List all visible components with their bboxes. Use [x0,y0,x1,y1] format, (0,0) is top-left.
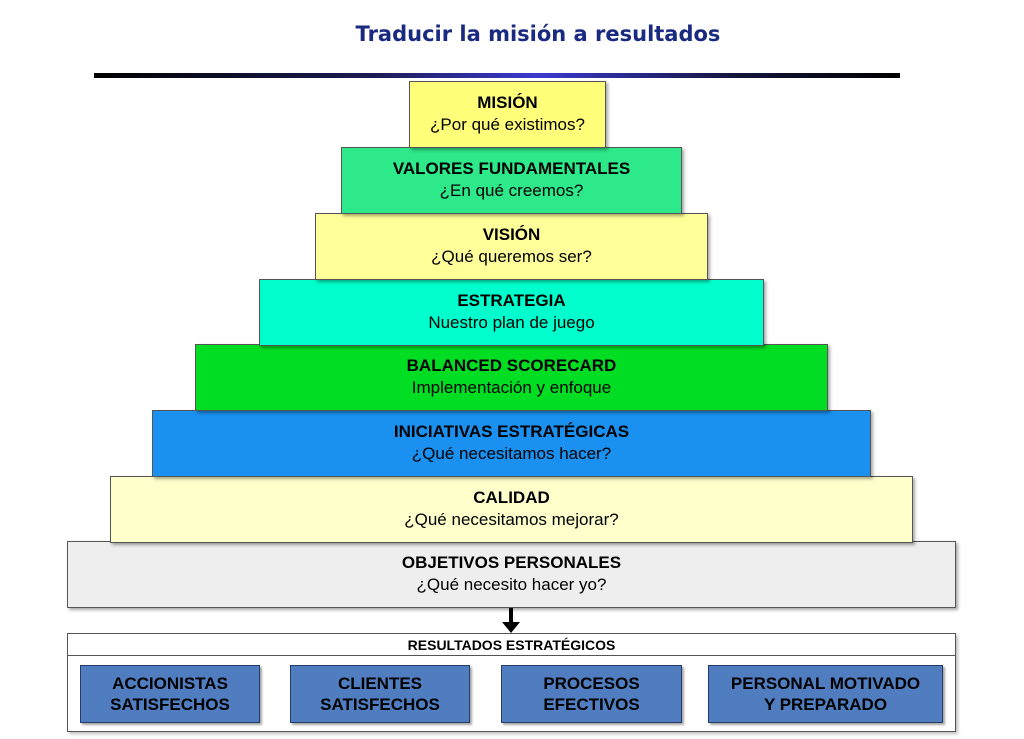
title-underline [94,73,900,78]
result-line: PROCESOS [543,674,640,693]
results-header: RESULTADOS ESTRATÉGICOS [68,634,955,656]
level-heading: BALANCED SCORECARD [406,356,617,375]
level-subtitle: ¿Qué necesito hacer yo? [416,575,607,594]
pyramid-level-iniciativas: INICIATIVAS ESTRATÉGICAS ¿Qué necesitamo… [152,410,871,477]
result-box-accionistas: ACCIONISTAS SATISFECHOS [80,665,260,723]
level-heading: ESTRATEGIA [457,291,566,310]
pyramid-level-valores: VALORES FUNDAMENTALES ¿En qué creemos? [341,147,682,214]
pyramid-level-balanced-scorecard: BALANCED SCORECARD Implementación y enfo… [195,344,828,411]
result-line: EFECTIVOS [543,695,640,714]
level-subtitle: ¿Qué queremos ser? [431,247,592,266]
level-heading: MISIÓN [477,93,538,112]
result-box-personal: PERSONAL MOTIVADO Y PREPARADO [708,665,943,723]
result-line: Y PREPARADO [763,695,888,714]
result-line: CLIENTES [337,674,423,693]
level-heading: VALORES FUNDAMENTALES [392,159,631,178]
level-subtitle: ¿Qué necesitamos mejorar? [404,510,619,529]
result-box-clientes: CLIENTES SATISFECHOS [290,665,470,723]
level-subtitle: ¿Por qué existimos? [430,115,585,134]
down-arrow-icon [509,608,513,627]
arrow-head-icon [502,622,520,633]
level-heading: INICIATIVAS ESTRATÉGICAS [393,422,630,441]
level-heading: OBJETIVOS PERSONALES [401,553,622,572]
result-box-procesos: PROCESOS EFECTIVOS [501,665,682,723]
results-panel: RESULTADOS ESTRATÉGICOS ACCIONISTAS SATIS… [67,633,956,732]
level-heading: CALIDAD [473,488,550,507]
level-subtitle: ¿En qué creemos? [439,181,584,200]
pyramid-level-calidad: CALIDAD ¿Qué necesitamos mejorar? [110,476,913,543]
level-heading: VISIÓN [482,225,541,244]
pyramid-level-estrategia: ESTRATEGIA Nuestro plan de juego [259,279,764,346]
pyramid-level-objetivos: OBJETIVOS PERSONALES ¿Qué necesito hacer… [67,541,956,608]
page-title: Traducir la misión a resultados [355,22,721,46]
level-subtitle: ¿Qué necesitamos hacer? [411,444,612,463]
pyramid-level-vision: VISIÓN ¿Qué queremos ser? [315,213,708,280]
result-line: SATISFECHOS [110,695,230,714]
level-subtitle: Implementación y enfoque [411,378,612,397]
result-line: ACCIONISTAS [112,674,228,693]
level-subtitle: Nuestro plan de juego [428,313,595,332]
result-line: PERSONAL MOTIVADO [730,674,921,693]
pyramid-level-mision: MISIÓN ¿Por qué existimos? [409,81,606,148]
result-line: SATISFECHOS [320,695,440,714]
